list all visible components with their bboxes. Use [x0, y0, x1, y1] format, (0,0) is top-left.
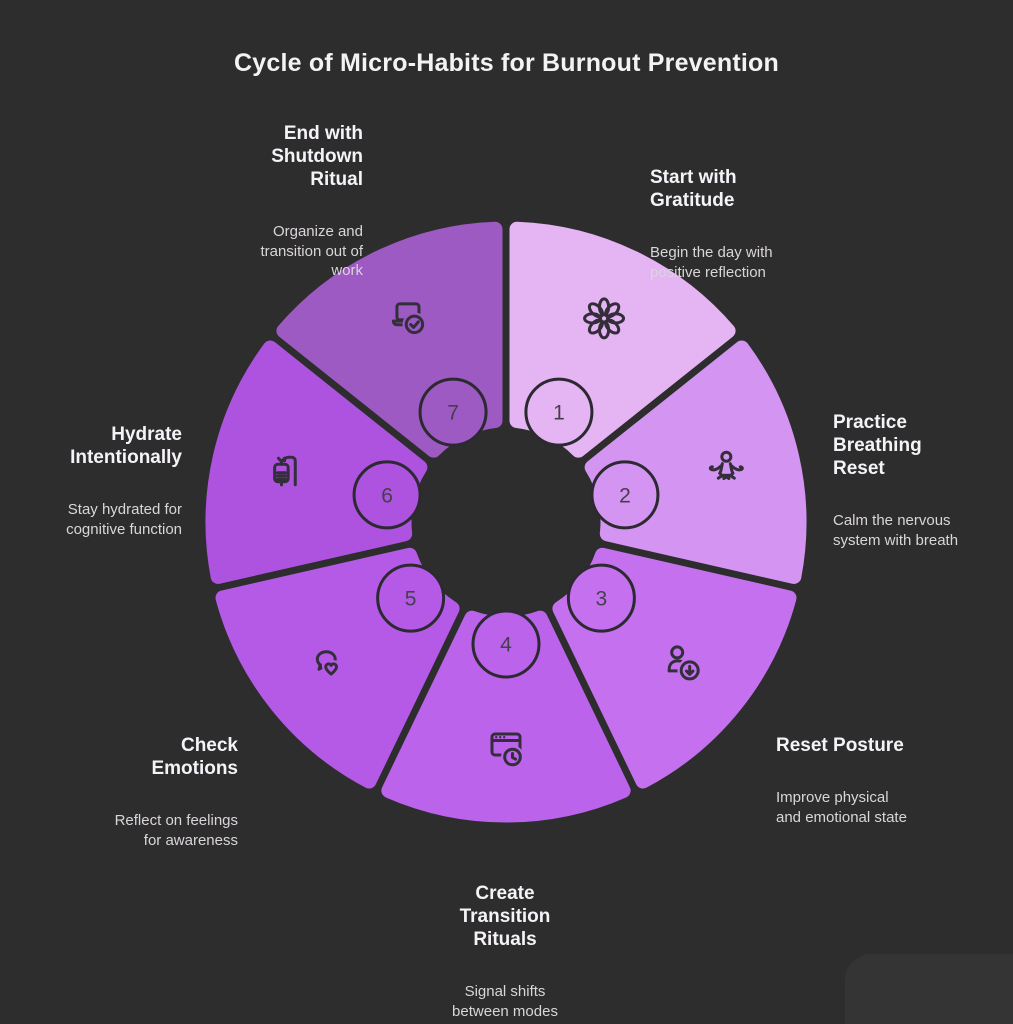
segment-label-block-7: End with Shutdown Ritual Organize and tr…: [260, 104, 363, 299]
chat-heart-icon: [315, 650, 341, 678]
segment-badge-6: [352, 460, 422, 530]
window-clock-icon: [490, 732, 525, 769]
segment-badge-5: [376, 563, 446, 633]
segment-title-1: Start with Gratitude: [650, 167, 737, 211]
segment-label-block-3: Reset Posture Improve physical and emoti…: [776, 716, 907, 845]
segment-label-block-5: Check Emotions Reflect on feelings for a…: [115, 716, 238, 868]
segment-number-1: 1: [553, 402, 565, 425]
segment-badge-3: [566, 563, 636, 633]
segment-description-5: Reflect on feelings for awareness: [114, 812, 238, 849]
segment-title-2: Practice Breathing Reset: [833, 412, 922, 479]
segment-description-3: Improve physical and emotional state: [776, 789, 907, 826]
segment-number-2: 2: [619, 484, 631, 507]
segment-description-4: Signal shifts between modes: [452, 983, 558, 1020]
watermark-box: [845, 954, 1013, 1024]
segment-number-4: 4: [500, 634, 512, 657]
meditation-icon: [708, 450, 744, 481]
flower-icon: [583, 297, 626, 340]
segment-label-block-4: Create Transition Rituals Signal shifts …: [452, 864, 558, 1024]
segment-number-6: 6: [381, 484, 393, 507]
segment-title-7: End with Shutdown Ritual: [271, 123, 363, 190]
segment-number-7: 7: [447, 402, 459, 425]
segment-badge-7: [418, 377, 488, 447]
segment-description-6: Stay hydrated for cognitive function: [66, 501, 182, 538]
segment-badge-4: [471, 609, 541, 679]
segment-label-block-1: Start with Gratitude Begin the day with …: [650, 148, 773, 300]
segment-description-7: Organize and transition out of work: [260, 223, 363, 279]
segment-title-6: Hydrate Intentionally: [70, 424, 182, 468]
segment-title-3: Reset Posture: [776, 735, 904, 756]
segment-badge-2: [590, 460, 660, 530]
segment-description-2: Calm the nervous system with breath: [833, 512, 959, 549]
segment-number-3: 3: [596, 588, 608, 611]
segment-title-4: Create Transition Rituals: [459, 883, 551, 950]
segment-title-5: Check Emotions: [151, 735, 238, 779]
segment-label-block-2: Practice Breathing Reset Calm the nervou…: [833, 393, 958, 568]
iv-drip-icon: [273, 455, 297, 487]
segment-number-5: 5: [405, 588, 417, 611]
segment-description-1: Begin the day with positive reflection: [650, 244, 773, 281]
segment-label-block-6: Hydrate Intentionally Stay hydrated for …: [66, 405, 182, 557]
page-title: Cycle of Micro-Habits for Burnout Preven…: [234, 49, 779, 77]
person-download-icon: [667, 645, 702, 683]
laptop-check-icon: [391, 302, 427, 337]
segment-badge-1: [524, 377, 594, 447]
